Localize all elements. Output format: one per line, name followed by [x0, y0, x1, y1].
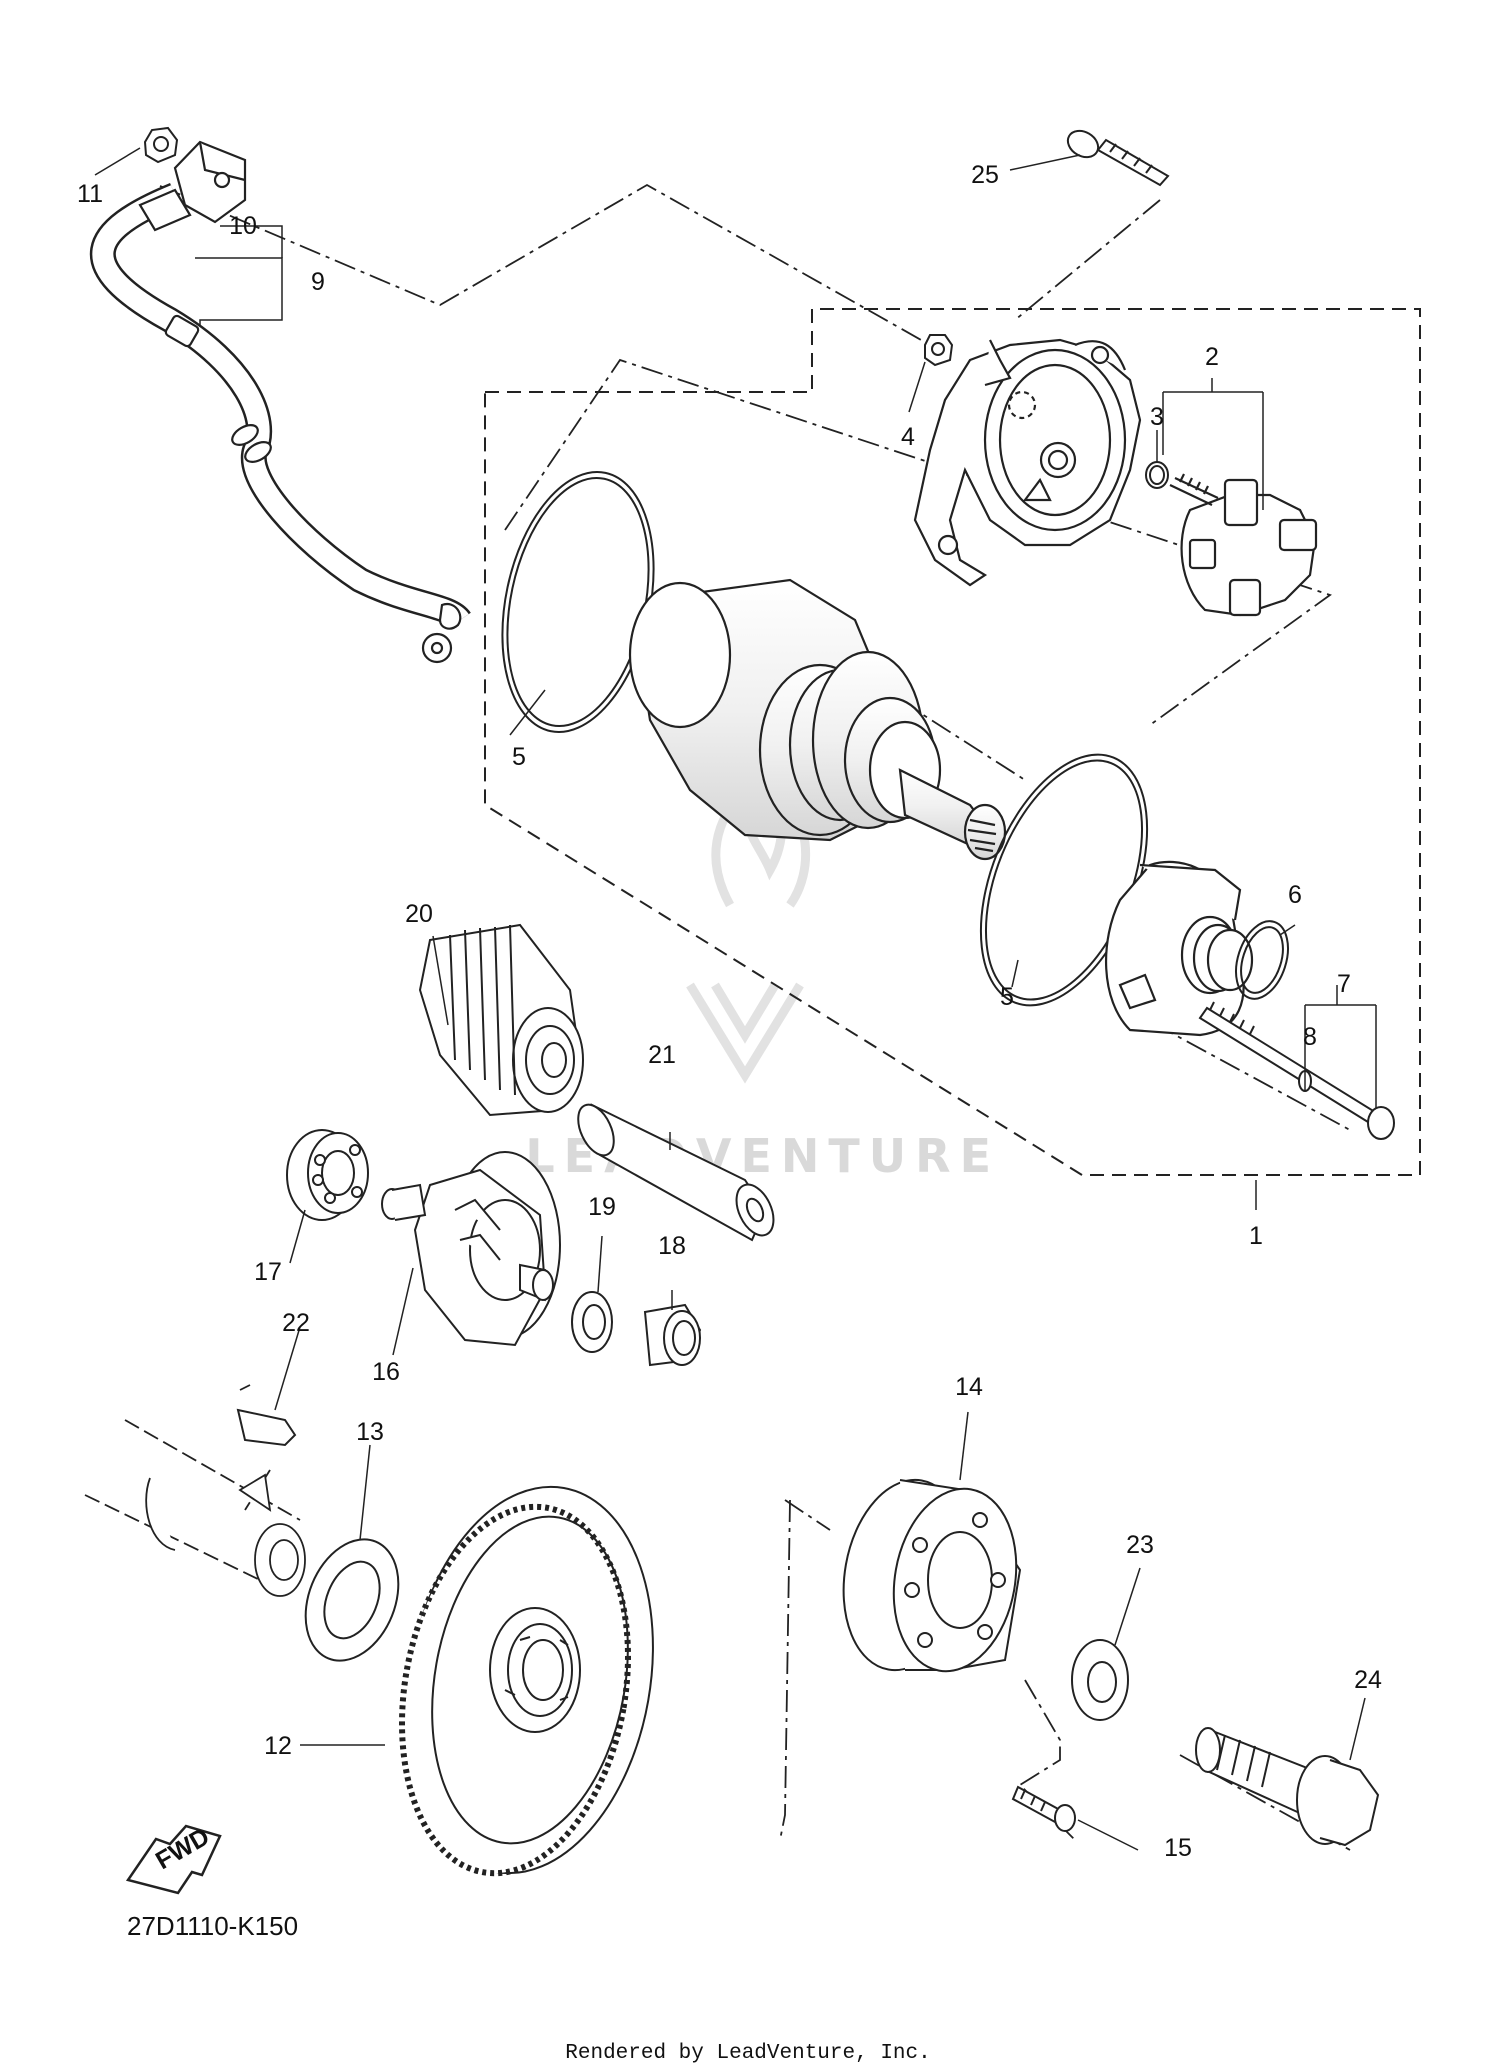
- starter-cable-icon: [90, 140, 471, 664]
- starter-wheel-gear-icon: [399, 1485, 654, 1877]
- bolt-25-icon: [1066, 129, 1170, 187]
- nut-icon: [143, 126, 179, 164]
- woodruff-key-icon: [236, 1408, 297, 1447]
- callout-17: 17: [254, 1258, 282, 1286]
- nut-4-icon: [924, 334, 954, 367]
- callout-24: 24: [1354, 1666, 1382, 1694]
- callout-25: 25: [971, 161, 999, 189]
- callout-20: 20: [405, 900, 433, 928]
- callout-10: 10: [229, 212, 257, 240]
- callout-21: 21: [648, 1041, 676, 1069]
- callout-5b: 5: [1000, 983, 1014, 1011]
- front-cover-icon: [1104, 860, 1254, 1037]
- rear-cover-icon: [913, 338, 1142, 587]
- callout-8: 8: [1303, 1023, 1317, 1051]
- diagram-code: 27D1110-K150: [127, 1911, 298, 1941]
- callout-6: 6: [1288, 881, 1302, 909]
- callout-16: 16: [372, 1358, 400, 1386]
- needle-bearing-18-icon: [643, 1303, 702, 1367]
- o-ring-6-icon: [1235, 920, 1289, 1000]
- brush-holder-icon: [1169, 473, 1318, 617]
- callout-18: 18: [658, 1232, 686, 1260]
- crankshaft-icon: [84, 1419, 306, 1597]
- callout-12: 12: [264, 1732, 292, 1760]
- callout-1: 1: [1249, 1222, 1263, 1250]
- callout-labels: 1 2 3 4 5 5 6 7 8 9 10 11 12 13 14 15 16…: [77, 161, 1382, 1862]
- starter-assembly-outline: [484, 308, 1421, 1176]
- callout-11: 11: [77, 180, 103, 208]
- callout-9: 9: [311, 268, 325, 296]
- clutch-gear-16-icon: [381, 1151, 561, 1347]
- one-way-clutch-icon: [842, 1478, 1022, 1673]
- callout-15: 15: [1164, 1834, 1192, 1862]
- callout-22: 22: [282, 1309, 310, 1337]
- shaft-21-icon: [577, 1103, 775, 1242]
- callout-7: 7: [1337, 970, 1351, 998]
- callout-14: 14: [955, 1373, 983, 1401]
- bearing-17-icon: [286, 1129, 369, 1221]
- leader-lines: [94, 147, 1377, 1851]
- callout-3: 3: [1150, 403, 1164, 431]
- washer-13-icon: [304, 1538, 400, 1662]
- callout-2: 2: [1205, 343, 1219, 371]
- callout-19: 19: [588, 1193, 616, 1221]
- idler-gear-20-icon: [418, 923, 584, 1117]
- o-ring-3-icon: [1145, 461, 1169, 489]
- washer-19-icon: [571, 1291, 613, 1353]
- washer-23-icon: [1071, 1639, 1129, 1721]
- footer-credit: Rendered by LeadVenture, Inc.: [565, 2042, 930, 2065]
- fwd-arrow-badge: FWD: [125, 1822, 222, 1895]
- callout-23: 23: [1126, 1531, 1154, 1559]
- flange-bolt-24-icon: [1195, 1727, 1380, 1847]
- through-bolt-icon: [1198, 1001, 1395, 1140]
- callout-4: 4: [901, 423, 915, 451]
- starter-yoke-icon: [628, 578, 1007, 861]
- callout-5a: 5: [512, 743, 526, 771]
- callout-13: 13: [356, 1418, 384, 1446]
- screw-15-icon: [1011, 1785, 1076, 1832]
